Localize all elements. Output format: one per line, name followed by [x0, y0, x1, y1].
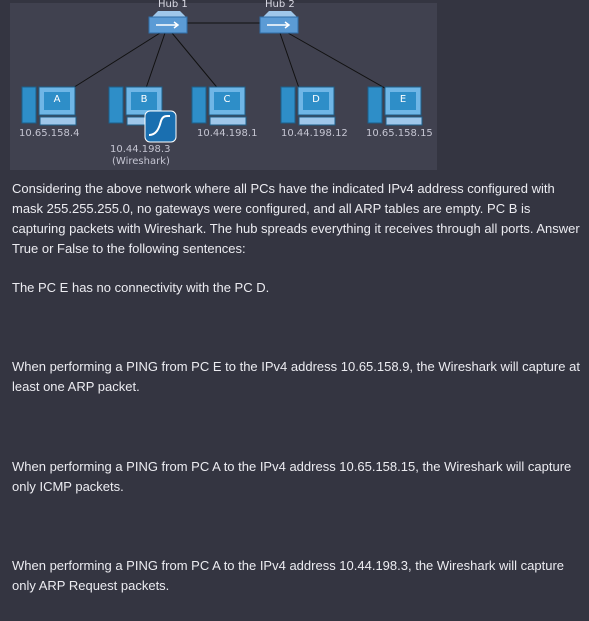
pc-c-letter: C [223, 94, 231, 105]
pc-a-ip: 10.65.158.4 [19, 128, 80, 139]
statement-3: When performing a PING from PC A to the … [12, 459, 572, 494]
pc-e-letter: E [399, 94, 407, 105]
link-hub1-pc-c [171, 32, 221, 92]
statement-4: When performing a PING from PC A to the … [12, 558, 565, 593]
hub-2-icon [259, 11, 299, 34]
pc-d-ip: 10.44.198.12 [281, 128, 348, 139]
pc-a-icon [21, 86, 77, 126]
pc-b-ip: 10.44.198.3 [110, 144, 171, 155]
network-links [67, 22, 391, 92]
pc-e-icon [367, 86, 423, 126]
link-hub2-pc-e [287, 32, 391, 92]
statement-1: The PC E has no connectivity with the PC… [12, 280, 270, 295]
pc-e-ip: 10.65.158.15 [366, 128, 433, 139]
pc-b-note: (Wireshark) [112, 156, 170, 167]
network-diagram: Hub 1 Hub 2 A B C D E 10.65.158.4 10.44.… [10, 0, 437, 170]
network-diagram-graphic [21, 11, 423, 143]
wireshark-icon [144, 110, 177, 143]
pc-c-icon [191, 86, 247, 126]
link-hub1-pc-b [144, 32, 166, 92]
question-intro: Considering the above network where all … [12, 181, 580, 256]
hub-1-label: Hub 1 [158, 0, 188, 10]
pc-b-letter: B [140, 94, 148, 105]
statement-2: When performing a PING from PC E to the … [12, 359, 580, 394]
pc-d-letter: D [312, 94, 320, 105]
pc-c-ip: 10.44.198.1 [197, 128, 258, 139]
pc-d-icon [280, 86, 336, 126]
hub-1-icon [148, 11, 188, 34]
link-hub2-pc-d [279, 32, 301, 92]
hub-2-label: Hub 2 [265, 0, 295, 10]
pc-a-letter: A [53, 94, 61, 105]
link-hub1-pc-a [67, 32, 161, 92]
